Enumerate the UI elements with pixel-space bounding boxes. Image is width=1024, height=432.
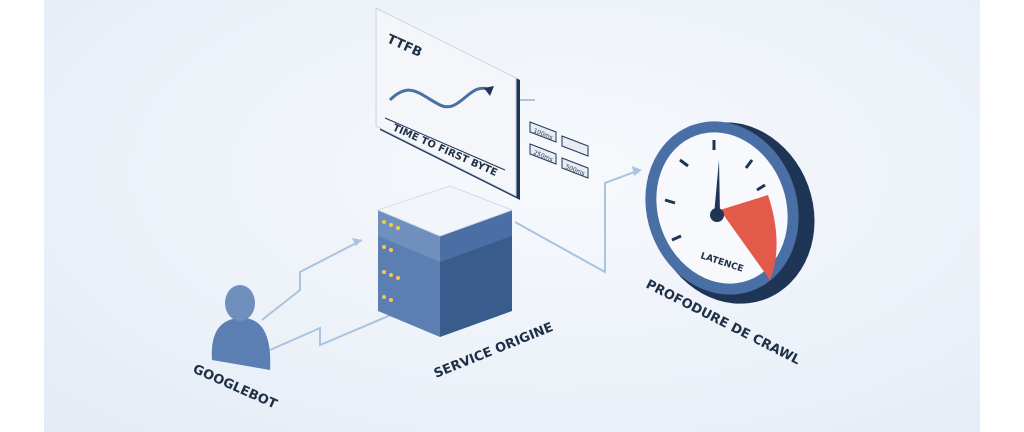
timing-tiles: 100ms 250ms 500ms <box>529 121 589 179</box>
latency-gauge-icon: LATENCE <box>645 121 815 304</box>
googlebot-user-icon <box>211 285 271 370</box>
gauge-needle <box>714 160 720 215</box>
server-stack-icon <box>376 185 514 337</box>
danger-zone <box>720 195 777 280</box>
googlebot-label: GOOGLEBOT <box>190 362 279 413</box>
trend-line <box>388 86 491 109</box>
arrow-icon <box>484 86 494 96</box>
ttfb-panel: TTFB TIME TO FIRST BYTE <box>375 7 520 200</box>
connector-lines <box>261 99 641 351</box>
